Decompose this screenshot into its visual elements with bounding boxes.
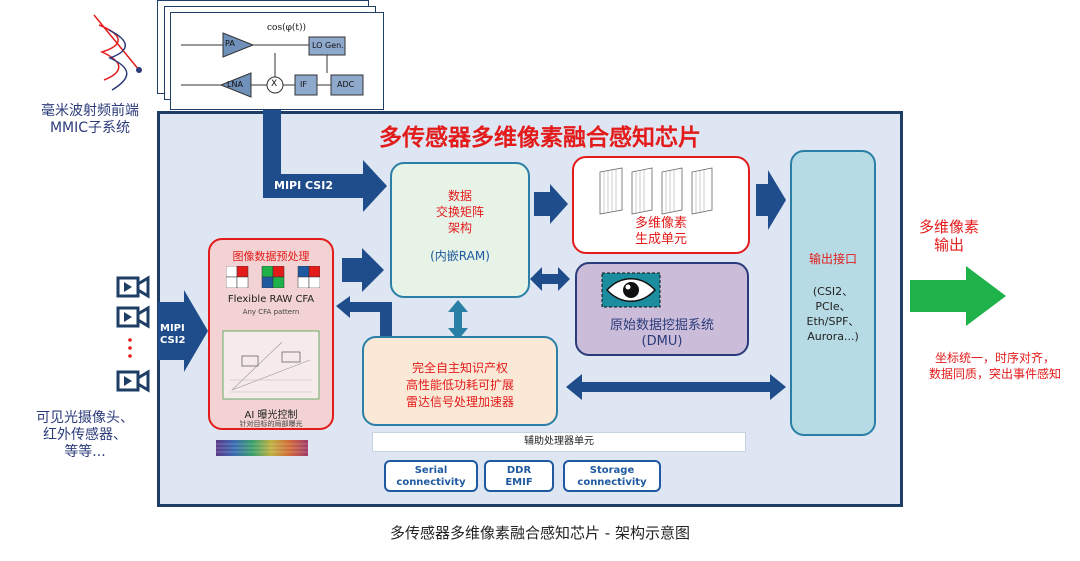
output-if-line3: Eth/SPF、 [806,315,860,328]
cos-label: cos(φ(t)) [267,23,307,33]
cfa-patterns [226,266,320,288]
camera-label-line3: 等等... [64,444,106,460]
preproc-title: 图像数据预处理 [232,250,310,263]
arrow-radar-preproc [336,296,392,344]
camera-label-line2: 红外传感器、 [43,427,127,443]
mipi-left-line2: CSI2 [160,335,186,346]
adc-label: ADC [337,80,355,89]
mipi-top-arrow [263,110,387,212]
output-if-line1: (CSI2、 [812,285,854,298]
output-if-line2: PCIe、 [815,300,851,313]
radar-line2: 高性能低功耗可扩展 [405,378,514,392]
ai-label: AI 曝光控制 [244,410,298,421]
figure-caption: 多传感器多维像素融合感知芯片 - 架构示意图 [390,524,690,542]
data-matrix-box: 数据 交换矩阵 架构 (内嵌RAM) [390,162,530,298]
multidim-box: 多维像素 生成单元 [572,156,750,254]
pa-shape [222,32,255,58]
mmw-label: 毫米波射频前端 MMIC子系统 [30,103,150,137]
arrow-radar-output [566,374,786,400]
eye-icon [601,272,661,308]
output-note1: 坐标统一，时序对齐， [934,351,1055,365]
multidim-illustration [599,167,713,215]
ai-sub: 针对目标的局部曝光 [239,420,303,428]
cfa-label: Flexible RAW CFA [227,294,315,305]
mipi-left-arrow [158,290,208,372]
preproc-box: 图像数据预处理 Flexible RAW CFA Any CFA pattern… [208,238,334,430]
ddr-emif-button[interactable]: DDR EMIF [484,460,554,492]
arrow-multidim-output [756,170,786,230]
output-arrow [910,266,1006,326]
mmw-panel-front: PA LO Gen. LNA IF ADC cos(φ(t)) X [170,12,384,110]
color-calibration-bar [216,440,308,456]
output-line2: 输出 [933,236,964,254]
mipi-top-label: MIPI CSI2 [274,179,333,192]
mmw-label-line2: MMIC子系统 [49,120,131,136]
multidim-line2: 生成单元 [634,232,687,247]
chip-title: 多传感器多维像素融合感知芯片 [379,125,701,151]
output-if-line4: Aurora...) [807,330,859,343]
multidim-label: 多维像素 生成单元 [574,216,748,248]
lo-gen-label: LO Gen. [312,41,344,50]
data-matrix-line4: (内嵌RAM) [430,249,490,263]
multidim-line1: 多维像素 [634,216,687,231]
ai-exposure-diagram [222,330,320,400]
radar-line3: 雷达信号处理加速器 [405,395,514,409]
data-matrix-line2: 交换矩阵 [435,205,484,219]
arrow-matrix-multidim [534,184,568,224]
serial-line1: Serial [414,465,448,476]
storage-connectivity-button[interactable]: Storage connectivity [563,460,661,492]
mmw-diagram [181,32,364,98]
storage-line1: Storage [589,465,635,476]
aux-strip: 辅助处理器单元 [372,432,746,452]
output-note2: 数据同质，突出事件感知 [928,367,1061,381]
output-interface-list: (CSI2、 PCIe、 Eth/SPF、 Aurora...) [792,284,874,344]
lna-label: LNA [227,80,243,89]
dmu-line1: 原始数据挖掘系统 [609,318,714,333]
aux-title: 辅助处理器单元 [524,436,594,447]
mmw-label-line1: 毫米波射频前端 [41,103,139,119]
radar-box: 完全自主知识产权 高性能低功耗可扩展 雷达信号处理加速器 [362,336,558,426]
arrow-preproc-matrix [342,248,384,292]
dmu-box: 原始数据挖掘系统 (DMU) [575,262,749,356]
output-line1: 多维像素 [918,218,979,236]
dmu-line2: (DMU) [641,334,683,349]
cfa-sub: Any CFA pattern [242,308,300,316]
arrow-matrix-dmu [530,267,570,291]
output-label: 多维像素 输出 [914,218,984,254]
mixer-label: X [271,79,278,89]
mipi-left-label: MIPI CSI2 [160,323,185,347]
data-matrix-line3: 架构 [447,221,472,235]
output-note: 坐标统一，时序对齐， 数据同质，突出事件感知 [912,350,1078,382]
storage-line2: connectivity [577,477,647,488]
camera-label-line1: 可见光摄像头、 [36,410,134,426]
serial-connectivity-button[interactable]: Serial connectivity [384,460,478,492]
data-matrix-line1: 数据 [447,189,472,203]
camera-icons [116,275,150,393]
output-interface-box: 输出接口 (CSI2、 PCIe、 Eth/SPF、 Aurora...) [790,150,876,436]
serial-line2: connectivity [396,477,466,488]
camera-label: 可见光摄像头、 红外传感器、 等等... [30,410,140,461]
ddr-line2: EMIF [505,477,533,488]
mipi-left-line1: MIPI [160,323,185,334]
ddr-line1: DDR [506,465,532,476]
arrow-matrix-radar [448,300,468,340]
output-interface-title: 输出接口 [808,252,857,266]
if-label: IF [300,80,307,89]
radar-line1: 完全自主知识产权 [411,361,508,375]
pa-label: PA [225,39,235,48]
dmu-label: 原始数据挖掘系统 (DMU) [577,318,747,350]
radar-wave-icon [93,14,142,91]
